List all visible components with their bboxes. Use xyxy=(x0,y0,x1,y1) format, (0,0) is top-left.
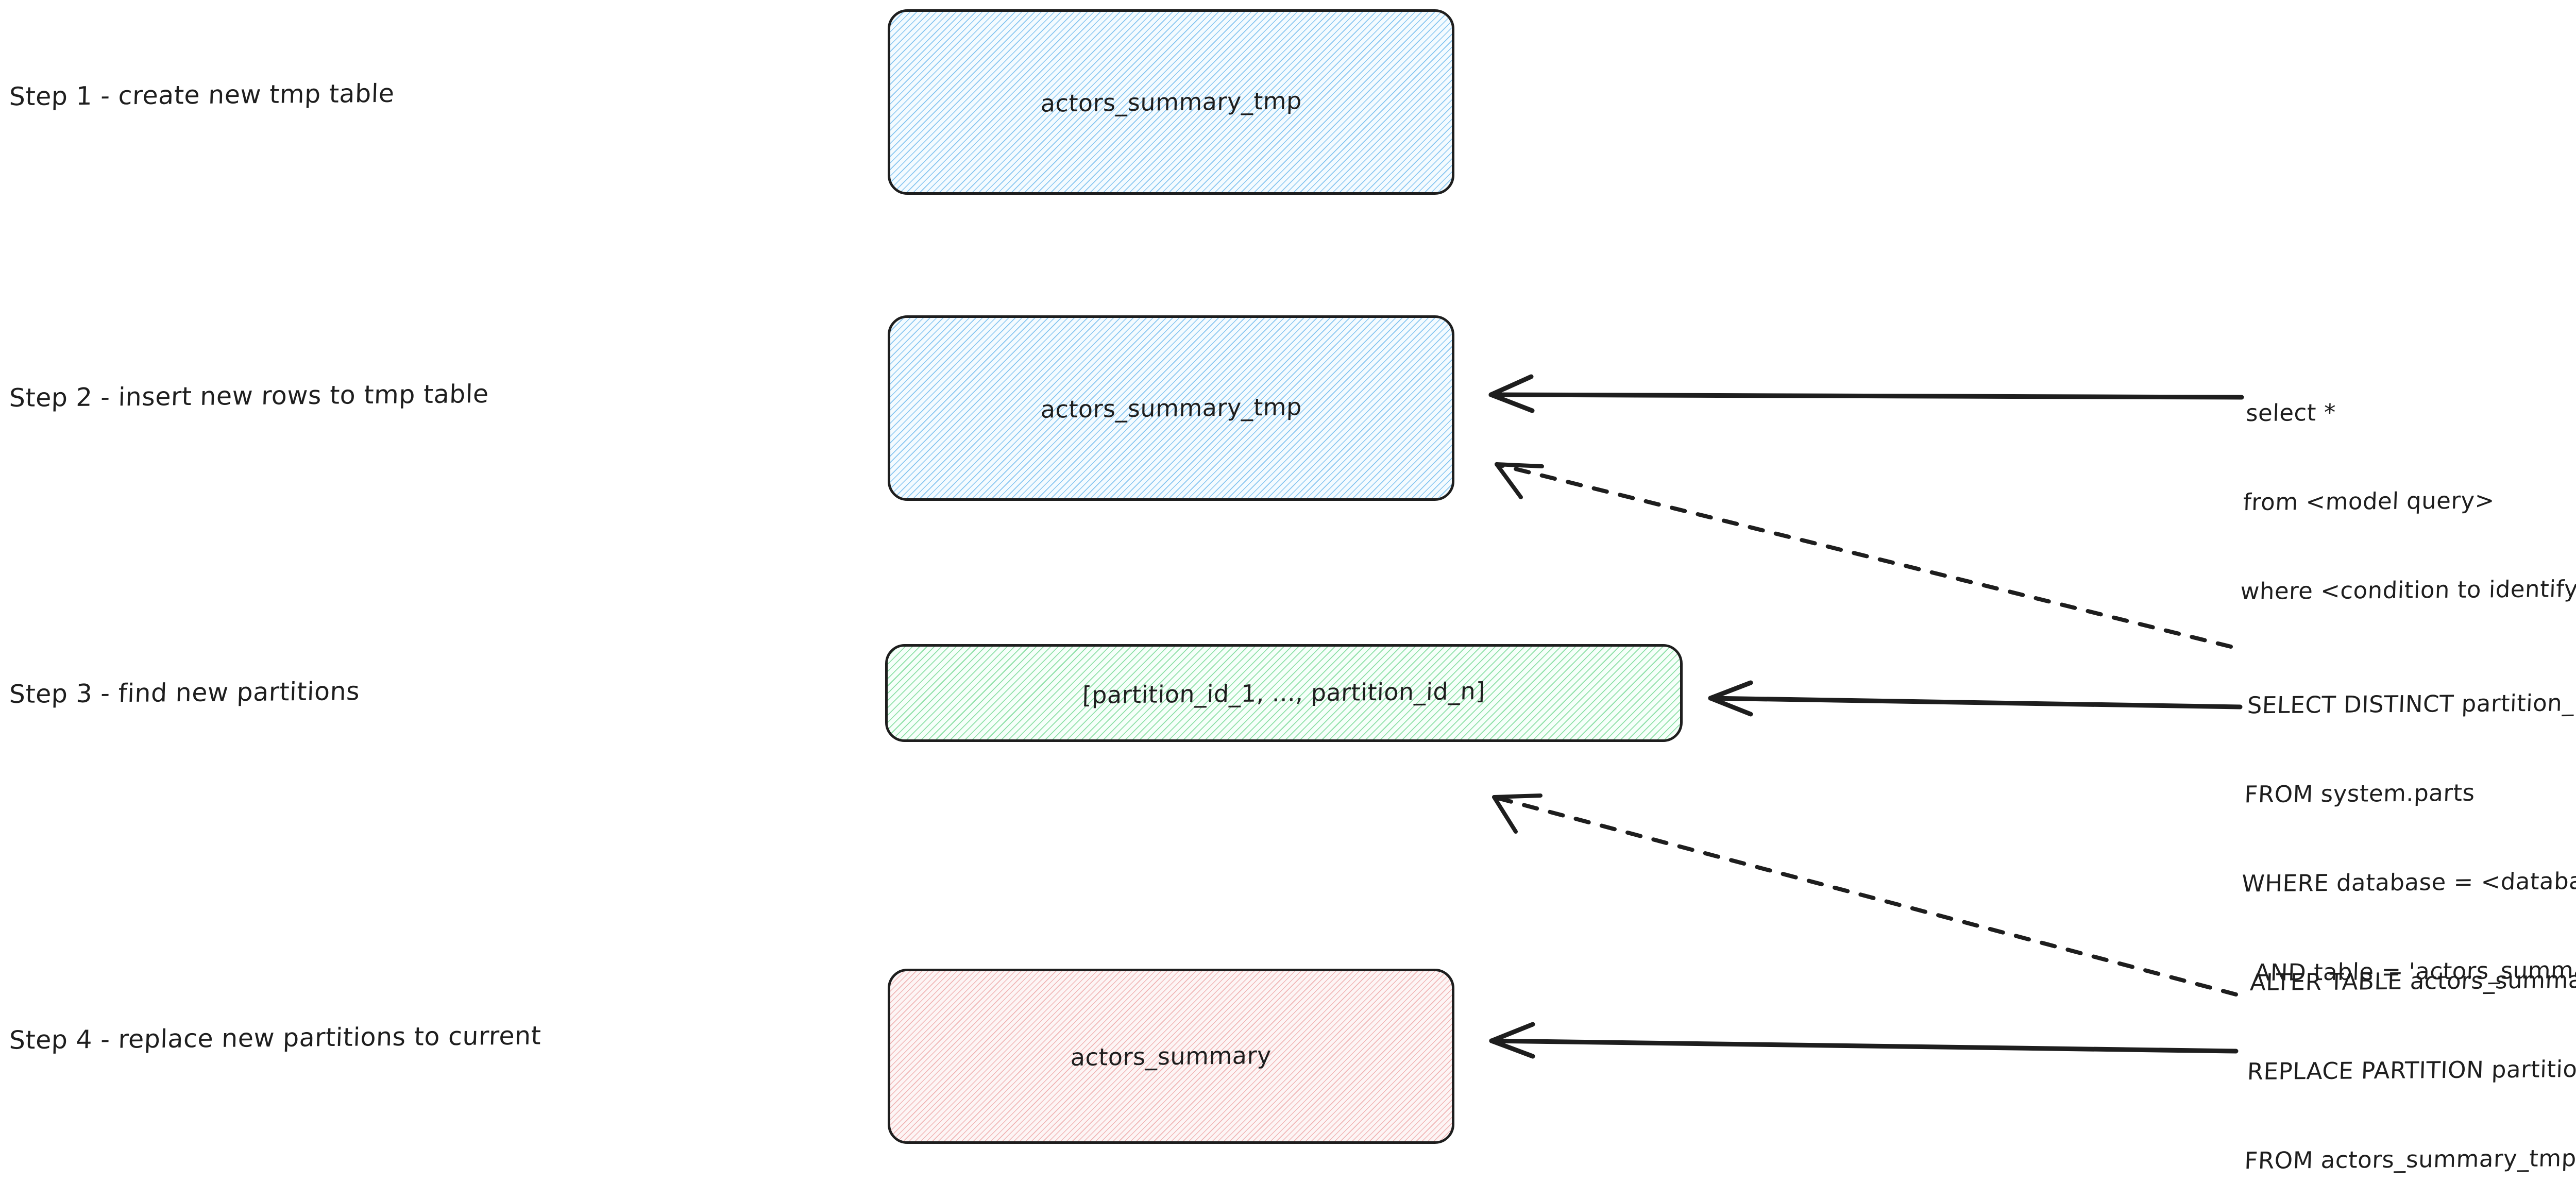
sql-line: FROM actors_summary_tmp, xyxy=(2244,1144,2576,1174)
hachure-fill-green xyxy=(888,647,1680,739)
annotation-step2-query: select * from <model query> where <condi… xyxy=(2238,336,2576,666)
node-caption: [partition_id_1, ..., partition_id_n] xyxy=(1082,677,1486,710)
sql-line: WHERE database = <database> xyxy=(2241,867,2576,898)
hachure-fill-blue xyxy=(890,12,1452,192)
sql-line: REPLACE PARTITION partition_id_1 xyxy=(2247,1054,2576,1086)
connector-step4query-to-node3 xyxy=(1492,793,2238,997)
connector-step3query-to-node2 xyxy=(1495,462,2233,649)
sql-line: SELECT DISTINCT partition_id xyxy=(2247,689,2576,719)
connector-step2query-to-node2 xyxy=(1488,374,2244,413)
sql-line: where <condition to identify new> xyxy=(2240,575,2576,605)
annotation-step4-query: ALTER TABLE actors_summary REPLACE PARTI… xyxy=(2234,905,2576,1199)
connector-step3query-to-node3 xyxy=(1708,680,2243,717)
step-label-3: Step 3 - find new partitions xyxy=(9,677,361,709)
node-caption: actors_summary xyxy=(1070,1041,1272,1072)
sql-line: ALTER TABLE actors_summary xyxy=(2249,966,2576,997)
node-caption: actors_summary_tmp xyxy=(1040,393,1302,424)
hachure-fill-pink xyxy=(890,971,1452,1141)
node-actors-summary-tmp-step1[interactable]: actors_summary_tmp xyxy=(888,9,1454,195)
sql-line: FROM system.parts xyxy=(2244,779,2476,808)
node-actors-summary-tmp-step2[interactable]: actors_summary_tmp xyxy=(888,315,1454,501)
node-partition-id-list[interactable]: [partition_id_1, ..., partition_id_n] xyxy=(885,644,1683,742)
step-label-1: Step 1 - create new tmp table xyxy=(9,78,395,112)
sql-line: select * xyxy=(2245,398,2336,427)
node-caption: actors_summary_tmp xyxy=(1040,87,1302,117)
step-label-2: Step 2 - insert new rows to tmp table xyxy=(9,379,489,413)
node-actors-summary[interactable]: actors_summary xyxy=(888,969,1454,1144)
hachure-fill-blue xyxy=(890,318,1452,498)
sql-line: from <model query> xyxy=(2243,486,2495,516)
step-label-4: Step 4 - replace new partitions to curre… xyxy=(9,1021,542,1055)
connector-step4query-to-node4 xyxy=(1489,1022,2239,1059)
